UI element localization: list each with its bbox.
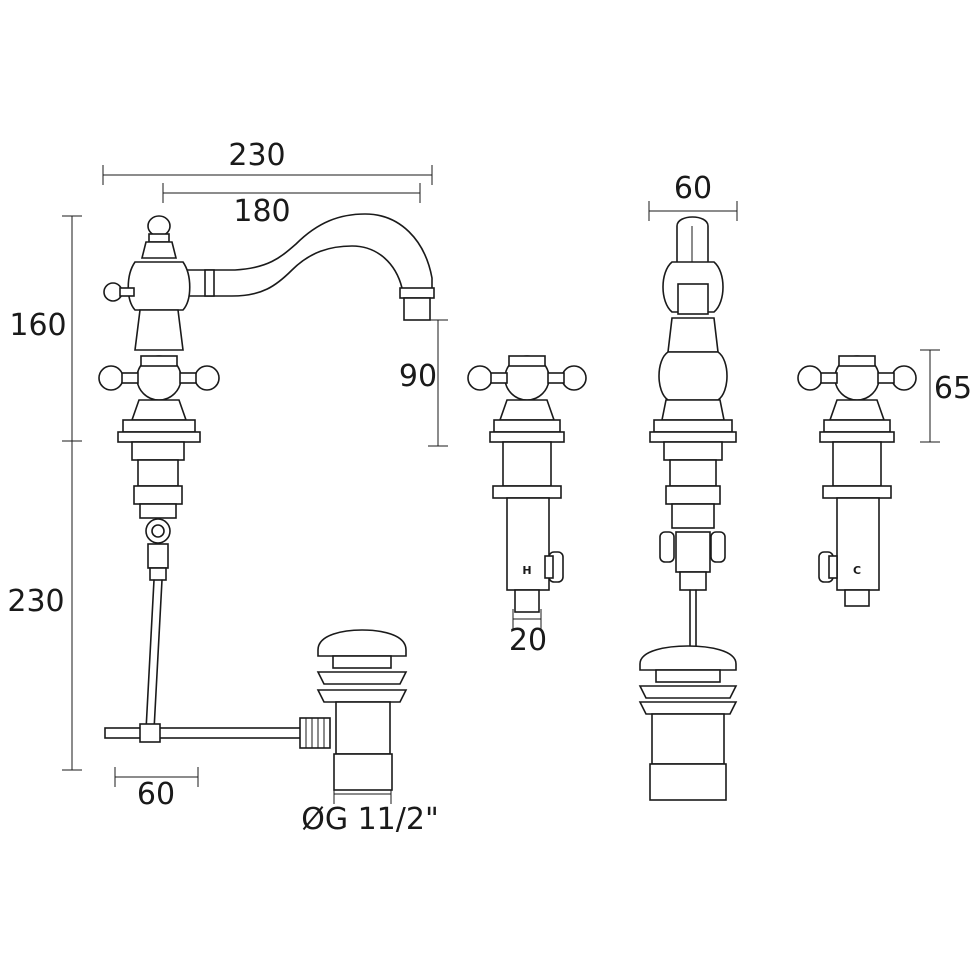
hot-mark: H (522, 564, 531, 577)
dim-230-top: 230 (228, 138, 285, 173)
dim-waste-thread: ØG 11/2" (301, 802, 439, 837)
dim-180: 180 (233, 194, 290, 229)
cold-mark: C (853, 564, 861, 577)
dim-65: 65 (934, 371, 972, 406)
dim-230-side: 230 (7, 584, 64, 619)
dim-20: 20 (509, 623, 547, 658)
cold-valve-view: C (797, 355, 917, 607)
waste-side-view (316, 629, 408, 791)
dim-60-bottom: 60 (137, 777, 175, 812)
dim-90: 90 (399, 359, 437, 394)
hot-valve-view: H (467, 355, 587, 613)
dim-60-top: 60 (674, 171, 712, 206)
dim-160: 160 (9, 308, 66, 343)
mixer-side-view (98, 213, 435, 749)
dimension-lines (62, 165, 940, 804)
mixer-front-view (638, 216, 738, 801)
